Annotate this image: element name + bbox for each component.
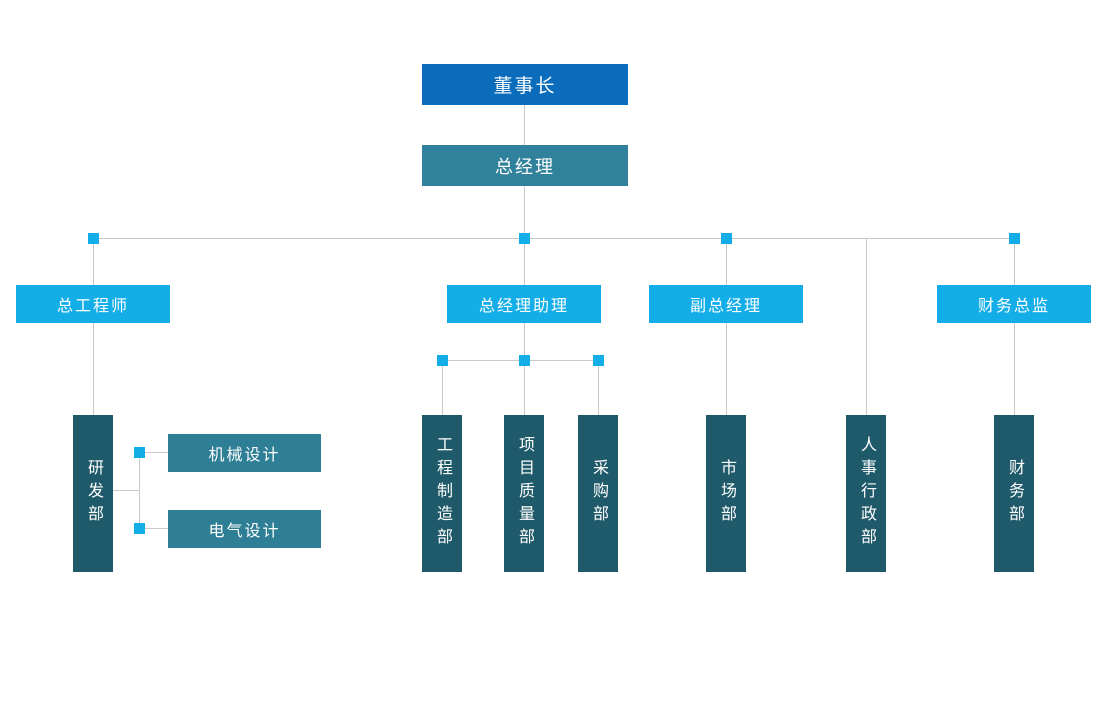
connector-rd-stub: [113, 490, 140, 491]
node-hr-admin-department: 人事行政部: [846, 415, 886, 572]
connector-mainline-finance-director: [1014, 238, 1015, 285]
node-purchasing-department: 采购部: [578, 415, 618, 572]
connector-branch-mechanical: [139, 452, 168, 453]
junction-marker-engineering-mfg: [437, 355, 448, 366]
node-gm-assistant: 总经理助理: [447, 285, 601, 323]
connector-deputy-gm-marketing: [726, 323, 727, 415]
node-chief-engineer: 总工程师: [16, 285, 170, 323]
junction-marker-finance-director: [1009, 233, 1020, 244]
connector-subline-engineering-mfg: [442, 360, 443, 415]
connector-main-horizontal: [93, 238, 1015, 239]
node-electrical-design: 电气设计: [168, 510, 321, 548]
junction-marker-center: [519, 233, 530, 244]
connector-gm-mainline: [524, 186, 525, 238]
connector-finance-director-finance: [1014, 322, 1015, 415]
node-project-quality-department: 项目质量部: [504, 415, 544, 572]
connector-mainline-gm-assistant: [524, 238, 525, 285]
connector-mainline-hr-admin: [866, 238, 867, 415]
connector-subline-purchasing: [598, 360, 599, 415]
node-engineering-manufacturing-department: 工程制造部: [422, 415, 462, 572]
node-marketing-department: 市场部: [706, 415, 746, 572]
connector-chief-engineer-rd: [93, 323, 94, 415]
junction-marker-mechanical: [134, 447, 145, 458]
connector-mainline-deputy-gm: [726, 238, 727, 285]
node-chairman: 董事长: [422, 64, 628, 105]
node-finance-director: 财务总监: [937, 285, 1091, 323]
node-mechanical-design: 机械设计: [168, 434, 321, 472]
connector-subline-project-quality: [524, 360, 525, 415]
junction-marker-deputy-gm: [721, 233, 732, 244]
junction-marker-purchasing: [593, 355, 604, 366]
connector-mainline-chief-engineer: [93, 238, 94, 285]
connector-branch-electrical: [139, 528, 168, 529]
connector-gm-assistant-subline: [524, 323, 525, 360]
connector-chairman-gm: [524, 105, 525, 145]
junction-marker-chief-engineer: [88, 233, 99, 244]
node-finance-department: 财务部: [994, 415, 1034, 572]
junction-marker-electrical: [134, 523, 145, 534]
node-rd-department: 研发部: [73, 415, 113, 572]
node-deputy-general-manager: 副总经理: [649, 285, 803, 323]
junction-marker-project-quality: [519, 355, 530, 366]
node-general-manager: 总经理: [422, 145, 628, 186]
